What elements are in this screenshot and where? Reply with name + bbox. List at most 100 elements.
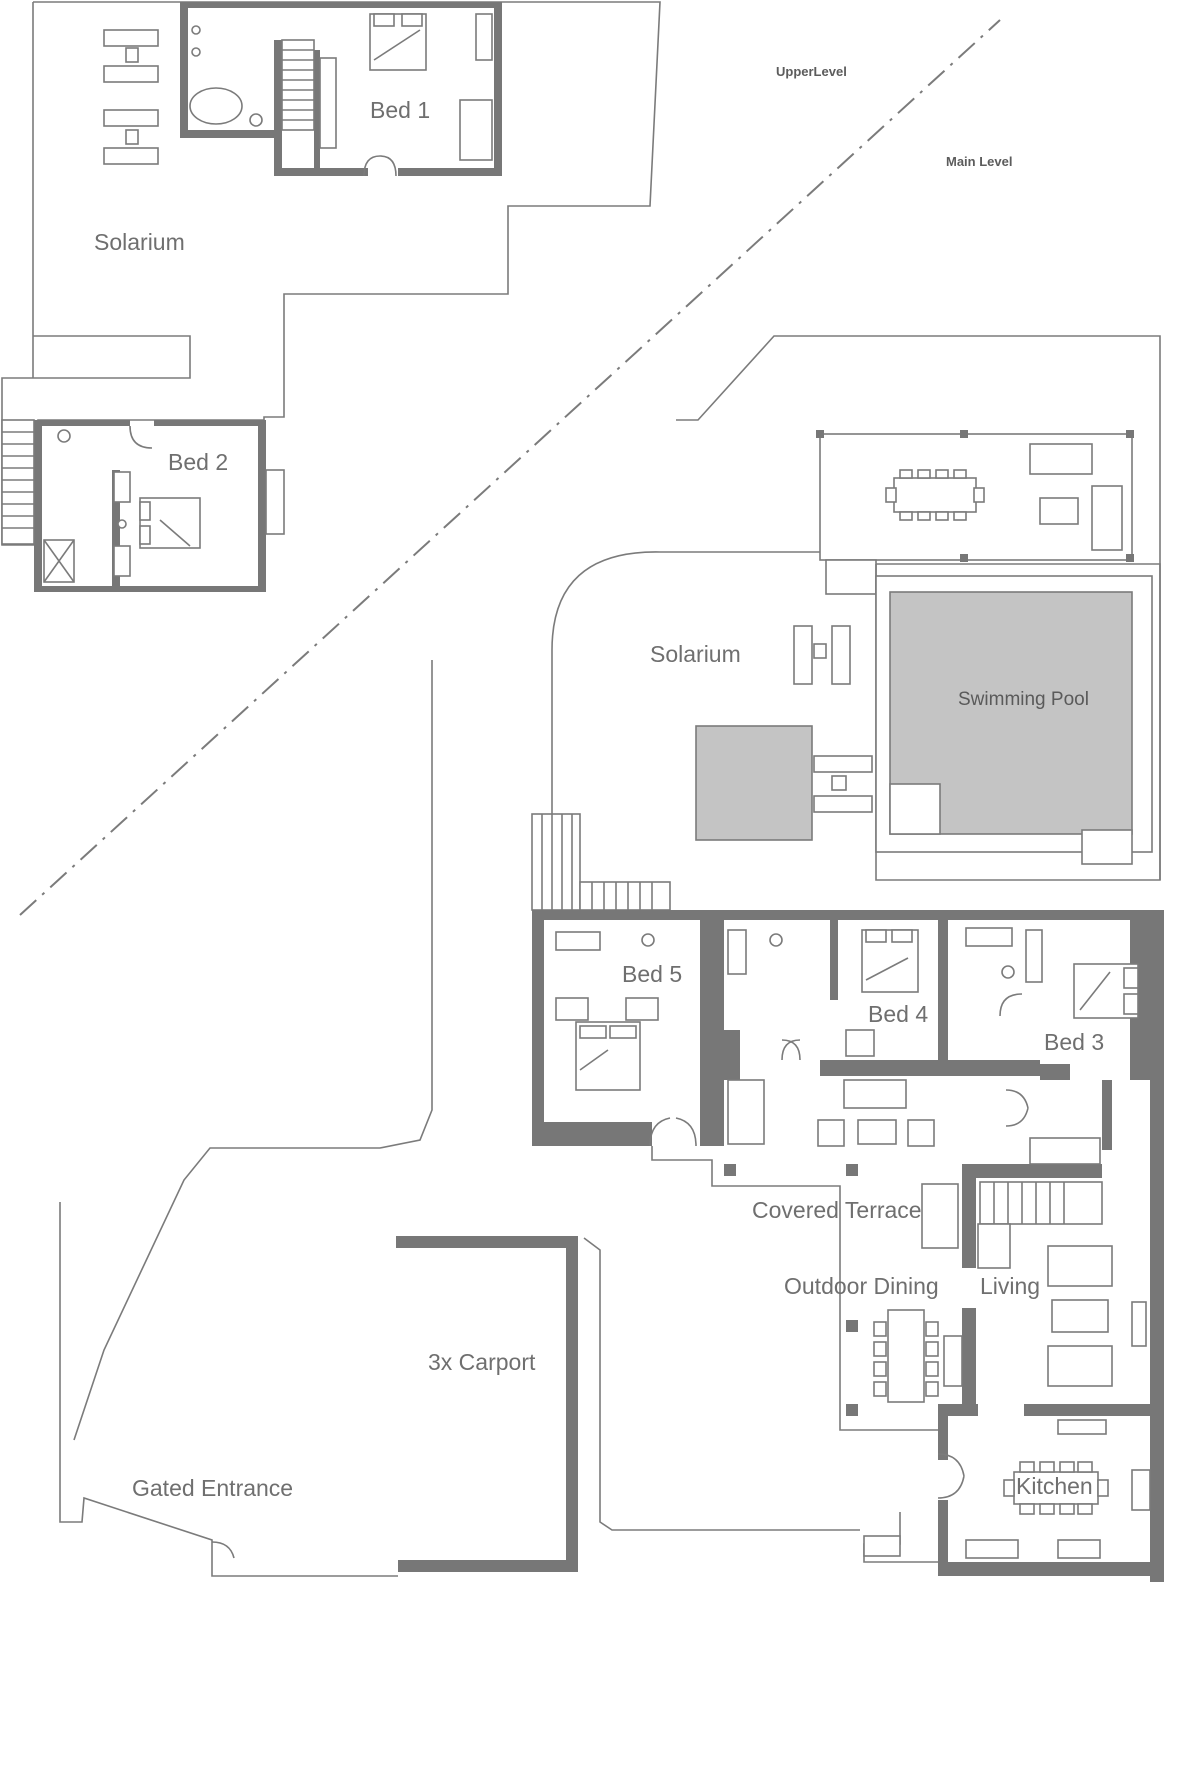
living-label: Living [980, 1273, 1040, 1299]
vanity-icon [1025, 929, 1043, 983]
sink-icon [191, 47, 201, 57]
sofa-icon [727, 1079, 765, 1145]
dining-table-icon [873, 1309, 939, 1403]
fireplace-icon [943, 1335, 963, 1387]
sofa-icon [459, 99, 493, 161]
desk-icon [1029, 1137, 1101, 1165]
toilet-icon [1001, 965, 1015, 979]
desk-icon [319, 57, 337, 149]
lounger-icon [793, 625, 813, 685]
kitchen-label: Kitchen [1016, 1473, 1093, 1499]
pool-area [695, 563, 1161, 881]
armchair-icon [817, 1119, 845, 1147]
stairs-icon [1, 419, 35, 545]
door-icon [1005, 1089, 1029, 1127]
armchair-icon [907, 1119, 935, 1147]
toilet-icon [769, 933, 783, 947]
sink-icon [1057, 1539, 1101, 1559]
balcony-door-icon [265, 469, 285, 535]
vanity-icon [555, 997, 589, 1021]
entrance-outline [59, 1202, 398, 1577]
stairs-icon [977, 1181, 1103, 1269]
dining-table-icon [885, 469, 985, 521]
wardrobe-icon [475, 13, 493, 61]
solarium-outline [551, 551, 830, 820]
bed-icon [575, 1021, 641, 1091]
door-icon [649, 1117, 697, 1147]
vanity-icon [625, 997, 659, 1021]
stairs-icon [531, 813, 671, 911]
entry-steps-icon [863, 1535, 901, 1557]
side-table-icon [113, 471, 131, 503]
gate-icon [211, 1541, 235, 1559]
coffee-table-icon [1051, 1299, 1109, 1333]
sofa-icon [1047, 1245, 1113, 1287]
path-outline [73, 660, 433, 1441]
armchair-icon [1091, 485, 1123, 551]
armchair-icon [845, 1029, 875, 1057]
upper-level-label: UpperLevel [776, 64, 847, 79]
tv-icon [1131, 1301, 1147, 1347]
bed3-label: Bed 3 [1044, 1029, 1104, 1055]
lounger-icon [813, 755, 873, 773]
sofa-icon [1029, 443, 1093, 475]
carport-label: 3x Carport [428, 1349, 536, 1375]
toilet-icon [641, 933, 655, 947]
lounge-sofa-icon [921, 1183, 959, 1249]
sun-loungers [103, 29, 159, 165]
door-icon [781, 1039, 801, 1061]
steps-icon [825, 559, 877, 595]
coffee-table-icon [857, 1119, 897, 1145]
bed-icon [139, 497, 201, 549]
level-divider [19, 19, 1001, 916]
bed-icon [861, 929, 919, 993]
pool-deck [695, 725, 813, 841]
site-outline [676, 335, 1161, 880]
bed4-label: Bed 4 [868, 1001, 928, 1027]
door-icon [129, 425, 153, 449]
sink-icon [191, 25, 201, 35]
upper-level: Bed 1 Solarium Bed 2 [1, 1, 661, 592]
bed1-label: Bed 1 [370, 97, 430, 123]
gated-entrance-label: Gated Entrance [132, 1475, 293, 1501]
solarium-upper-label: Solarium [94, 229, 185, 255]
door-icon [999, 993, 1023, 1017]
counter-icon [965, 1539, 1019, 1559]
house-walls [396, 910, 1164, 1582]
main-level: Solarium Swimming Pool Bed 5 Bed 4 Bed 3… [59, 335, 1164, 1582]
toilet-icon [57, 429, 71, 443]
sink-icon [117, 519, 127, 529]
lounger-icon [831, 625, 851, 685]
toilet-icon [249, 113, 263, 127]
bed2-label: Bed 2 [168, 449, 228, 475]
bed5-label: Bed 5 [622, 961, 682, 987]
bathtub-icon [965, 927, 1013, 947]
door-icon [937, 1453, 965, 1499]
solarium-main-label: Solarium [650, 641, 741, 667]
bed-icon [369, 13, 427, 71]
bed2-block [1, 419, 285, 592]
terrace-outline [651, 1146, 938, 1431]
sofa-icon [1047, 1345, 1113, 1387]
counter-icon [1057, 1419, 1107, 1435]
sofa-icon [843, 1079, 907, 1109]
bathtub-icon [189, 87, 243, 125]
main-level-label: Main Level [946, 154, 1012, 169]
bathtub-icon [727, 929, 747, 975]
covered-terrace-label: Covered Terrace [752, 1197, 922, 1223]
pool-terrace [816, 430, 1134, 595]
kitchen-table-icon [1003, 1461, 1109, 1515]
door-icon [363, 155, 397, 177]
pool-steps-icon [889, 783, 941, 835]
bathtub-icon [555, 931, 601, 951]
lounger-icon [813, 795, 873, 813]
stairs-icon [281, 39, 315, 131]
coffee-table-icon [1039, 497, 1079, 525]
side-table-icon [113, 545, 131, 577]
stove-icon [1131, 1469, 1151, 1511]
swimming-pool-label: Swimming Pool [958, 689, 1089, 710]
bed1-block [180, 2, 502, 177]
outdoor-dining-label: Outdoor Dining [784, 1273, 939, 1299]
drive-outline [583, 1237, 860, 1531]
